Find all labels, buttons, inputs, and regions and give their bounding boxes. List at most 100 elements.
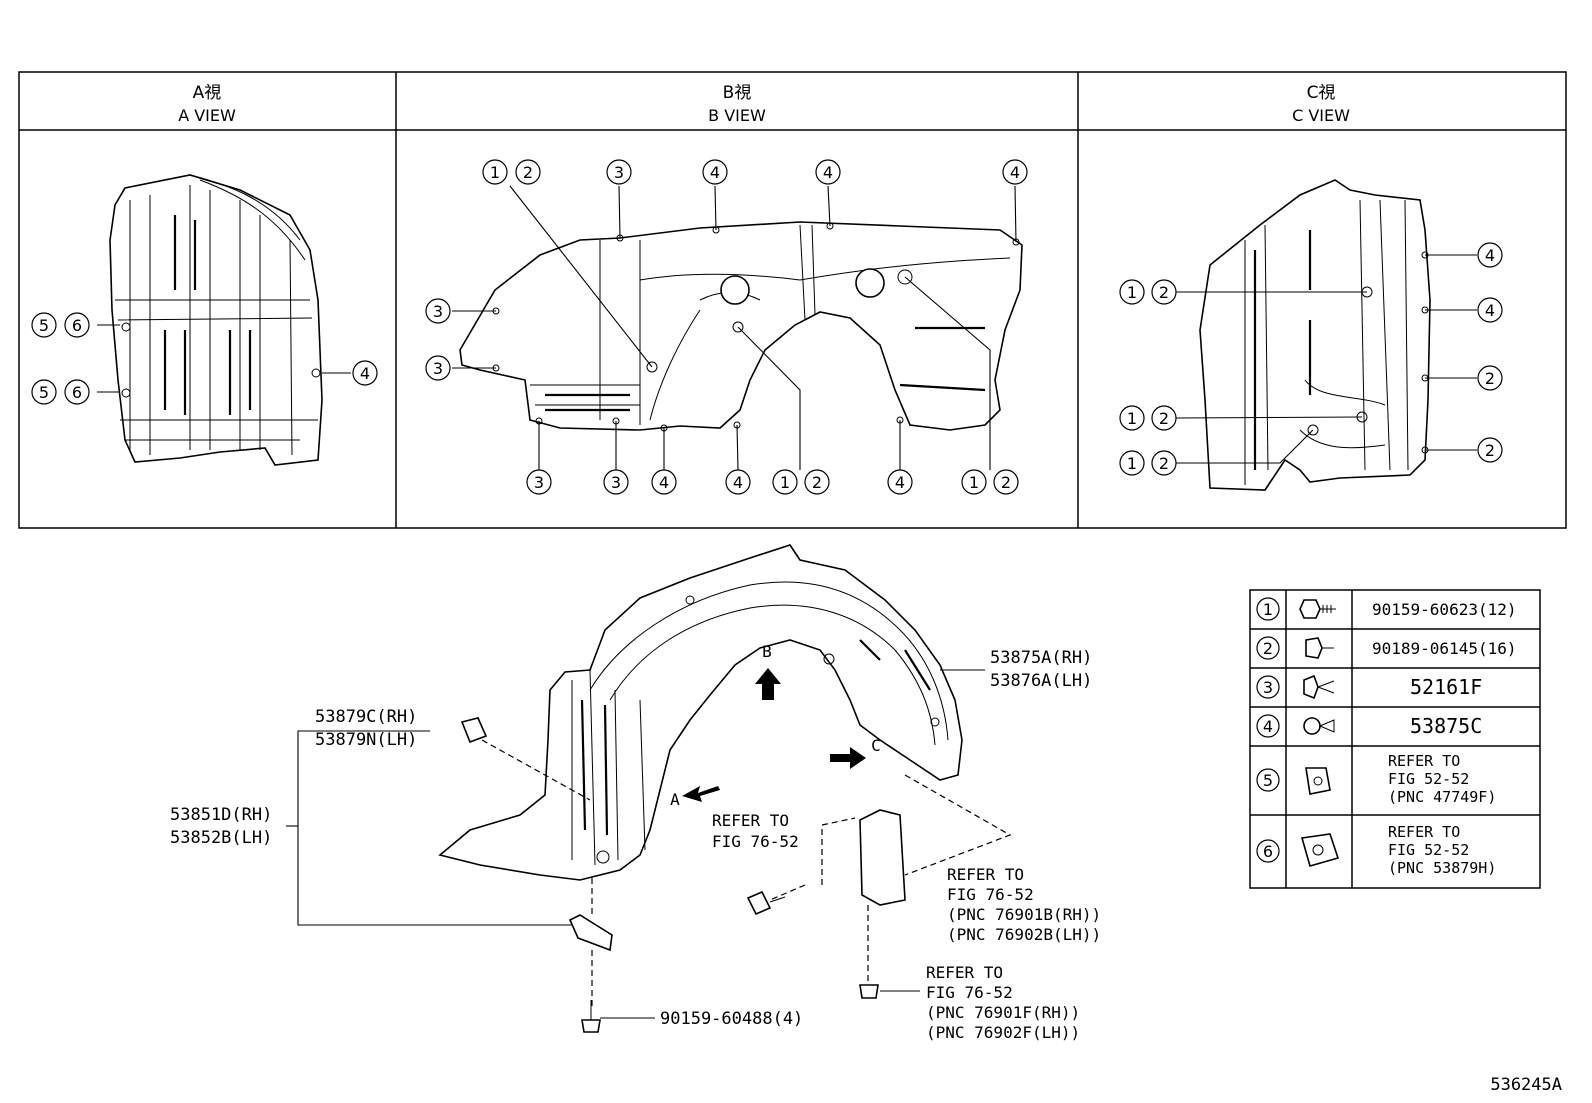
b-callout-3-bottom-b: 3 bbox=[603, 469, 629, 495]
view-frame bbox=[18, 71, 1567, 529]
svg-text:53875C: 53875C bbox=[1410, 714, 1482, 738]
svg-text:90189-06145(16): 90189-06145(16) bbox=[1372, 639, 1517, 658]
svg-text:1: 1 bbox=[1127, 283, 1137, 302]
svg-text:(PNC 47749F): (PNC 47749F) bbox=[1388, 788, 1496, 806]
svg-text:2: 2 bbox=[1001, 473, 1011, 492]
view-a-title-en: A VIEW bbox=[178, 106, 236, 125]
svg-text:(PNC 76902B(LH)): (PNC 76902B(LH)) bbox=[947, 925, 1101, 944]
svg-text:5: 5 bbox=[1263, 771, 1273, 790]
c-callout-4-a: 4 bbox=[1477, 242, 1503, 268]
svg-text:1: 1 bbox=[490, 163, 500, 182]
clip-icon bbox=[1303, 674, 1335, 700]
svg-text:4: 4 bbox=[1485, 301, 1495, 320]
svg-text:2: 2 bbox=[1159, 454, 1169, 473]
figure-id: 536245A bbox=[1490, 1075, 1562, 1095]
svg-text:2: 2 bbox=[1485, 441, 1495, 460]
svg-text:4: 4 bbox=[895, 473, 905, 492]
legend-row-4: 4 53875C bbox=[1256, 714, 1482, 738]
svg-text:2: 2 bbox=[1159, 409, 1169, 428]
b-callout-1-2-top: 1 2 bbox=[482, 159, 541, 185]
svg-text:4: 4 bbox=[659, 473, 669, 492]
svg-text:53852B(LH): 53852B(LH) bbox=[170, 828, 272, 848]
svg-text:3: 3 bbox=[534, 473, 544, 492]
svg-text:6: 6 bbox=[72, 316, 82, 335]
b-callout-3-left-lower: 3 bbox=[425, 355, 451, 381]
b-callout-4-bottom-a: 4 bbox=[651, 469, 677, 495]
bolt-mid bbox=[746, 890, 786, 916]
c-callout-2-b: 2 bbox=[1477, 437, 1503, 463]
part-label-fender-liner: 53875A(RH) 53876A(LH) bbox=[990, 648, 1092, 691]
svg-text:REFER TO: REFER TO bbox=[1388, 752, 1460, 770]
svg-text:4: 4 bbox=[710, 163, 720, 182]
svg-text:3: 3 bbox=[433, 302, 443, 321]
screw-90159 bbox=[581, 1000, 601, 1033]
svg-text:REFER TO: REFER TO bbox=[926, 963, 1003, 982]
svg-text:(PNC 76902F(LH)): (PNC 76902F(LH)) bbox=[926, 1023, 1080, 1042]
svg-text:1: 1 bbox=[1127, 409, 1137, 428]
svg-text:REFER TO: REFER TO bbox=[947, 865, 1024, 884]
svg-text:1: 1 bbox=[1127, 454, 1137, 473]
svg-text:90159-60488(4): 90159-60488(4) bbox=[660, 1009, 803, 1029]
svg-text:4: 4 bbox=[360, 364, 370, 383]
b-callout-3-left-upper: 3 bbox=[425, 298, 451, 324]
svg-text:FIG 52-52: FIG 52-52 bbox=[1388, 841, 1469, 859]
svg-text:4: 4 bbox=[1010, 163, 1020, 182]
svg-text:4: 4 bbox=[1263, 717, 1273, 736]
svg-text:52161F: 52161F bbox=[1410, 675, 1482, 699]
view-a-arrow: A bbox=[670, 786, 720, 809]
svg-text:3: 3 bbox=[1263, 678, 1273, 697]
b-callout-1-2-bottom-b: 1 2 bbox=[961, 469, 1019, 495]
svg-text:53875A(RH): 53875A(RH) bbox=[990, 648, 1092, 668]
b-view-drawing: 1 2 3 4 4 4 3 3 3 bbox=[425, 159, 1028, 495]
fastener-legend: 1 90159-60623(12) 2 90189-06145(16) 3 bbox=[1249, 589, 1541, 889]
b-callout-4-top-b: 4 bbox=[815, 159, 841, 185]
c-callout-1-2-c: 1 2 bbox=[1119, 450, 1177, 476]
legend-row-2: 2 90189-06145(16) bbox=[1256, 636, 1517, 660]
svg-text:A: A bbox=[670, 790, 680, 809]
svg-text:FIG 52-52: FIG 52-52 bbox=[1388, 770, 1469, 788]
view-c-title-jp: C視 bbox=[1307, 83, 1336, 103]
svg-text:4: 4 bbox=[823, 163, 833, 182]
svg-text:4: 4 bbox=[733, 473, 743, 492]
legend-row-1: 1 90159-60623(12) bbox=[1256, 597, 1517, 621]
svg-text:1: 1 bbox=[780, 473, 790, 492]
view-headers: A視 A VIEW B視 B VIEW C視 C VIEW bbox=[178, 83, 1350, 125]
b-callout-4-top-c: 4 bbox=[1002, 159, 1028, 185]
b-callout-4-bottom-c: 4 bbox=[887, 469, 913, 495]
a-view-drawing: 5 6 5 6 4 bbox=[31, 174, 378, 466]
legend-row-5: 5 REFER TO FIG 52-52 (PNC 47749F) bbox=[1256, 752, 1496, 806]
b-callout-4-top-a: 4 bbox=[702, 159, 728, 185]
svg-text:(PNC 53879H): (PNC 53879H) bbox=[1388, 859, 1496, 877]
bolt-icon bbox=[1299, 599, 1336, 619]
svg-text:5: 5 bbox=[39, 316, 49, 335]
svg-text:3: 3 bbox=[433, 359, 443, 378]
push-clip-icon bbox=[1303, 717, 1335, 735]
view-b-arrow: B bbox=[755, 642, 781, 700]
svg-text:2: 2 bbox=[812, 473, 822, 492]
b-callout-1-2-bottom-a: 1 2 bbox=[772, 469, 830, 495]
svg-text:C: C bbox=[871, 736, 881, 755]
c-callout-1-2-a: 1 2 bbox=[1119, 279, 1177, 305]
svg-text:6: 6 bbox=[72, 383, 82, 402]
svg-text:FIG 76-52: FIG 76-52 bbox=[712, 832, 799, 851]
svg-text:FIG 76-52: FIG 76-52 bbox=[926, 983, 1013, 1002]
svg-text:REFER TO: REFER TO bbox=[712, 811, 789, 830]
svg-text:1: 1 bbox=[1263, 600, 1273, 619]
clip-bottom bbox=[859, 984, 879, 999]
c-callout-4-b: 4 bbox=[1477, 297, 1503, 323]
ref-label-3: REFER TO FIG 76-52 (PNC 76901F(RH)) (PNC… bbox=[926, 963, 1080, 1042]
b-callout-3-bottom-a: 3 bbox=[526, 469, 552, 495]
svg-text:2: 2 bbox=[523, 163, 533, 182]
svg-text:3: 3 bbox=[614, 163, 624, 182]
a-callout-5-6-lower: 5 6 bbox=[31, 379, 90, 405]
part-leaders bbox=[286, 669, 985, 1019]
svg-text:2: 2 bbox=[1485, 369, 1495, 388]
c-callout-1-2-b: 1 2 bbox=[1119, 405, 1177, 431]
svg-text:53879N(LH): 53879N(LH) bbox=[315, 730, 417, 750]
svg-text:2: 2 bbox=[1263, 639, 1273, 658]
screw-grommet-icon bbox=[1305, 637, 1334, 659]
a-callout-5-6-upper: 5 6 bbox=[31, 312, 90, 338]
c-view-drawing: 1 2 1 2 1 2 4 4 2 2 bbox=[1119, 179, 1503, 491]
view-b-title-en: B VIEW bbox=[708, 106, 766, 125]
svg-text:1: 1 bbox=[969, 473, 979, 492]
